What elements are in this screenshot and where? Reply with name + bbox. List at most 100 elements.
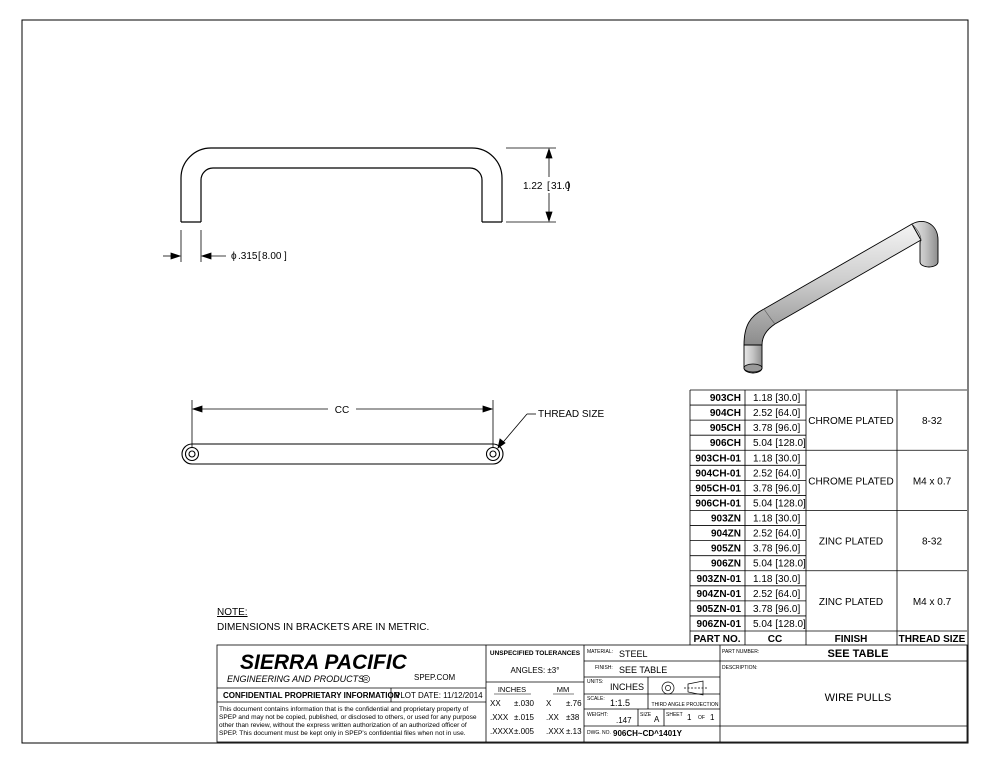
tolerance-cell: .XXX	[490, 713, 509, 722]
tolerance-cell: ±38	[566, 713, 580, 722]
pull-outer-profile	[180, 147, 503, 222]
col-header-thread: THREAD SIZE	[899, 634, 966, 645]
weight-value: .147	[616, 716, 632, 725]
tolerance-cell: XX	[490, 699, 501, 708]
tolerance-cell: ±.13	[566, 727, 582, 736]
cc-dimension	[191, 400, 494, 447]
third-angle-projection-icon	[661, 680, 707, 696]
svg-text:[: [	[258, 251, 261, 262]
sheet-label: SHEET	[666, 712, 683, 718]
isometric-view	[743, 220, 939, 374]
part-number-cell: 903ZN-01	[697, 574, 742, 585]
tolerance-angles: ANGLES: ±3°	[511, 666, 560, 675]
diameter-dim-in: .315	[238, 251, 258, 262]
tolerance-cell: .XXX	[546, 727, 565, 736]
part-number-cell: 906ZN-01	[697, 619, 742, 630]
registered-mark-icon	[362, 675, 370, 683]
part-number-cell: 903CH-01	[695, 453, 741, 464]
svg-text:]: ]	[567, 181, 570, 192]
height-dimension	[506, 147, 556, 223]
tolerance-cell: .XX	[546, 713, 560, 722]
cc-cell: 5.04 [128.0]	[753, 559, 806, 570]
front-view	[180, 147, 503, 223]
confidential-label: CONFIDENTIAL PROPRIETARY INFORMATION	[223, 691, 400, 700]
part-number-cell: 906ZN	[711, 559, 741, 570]
cc-cell: 1.18 [30.0]	[753, 393, 800, 404]
mount-hole-right	[485, 446, 501, 462]
tolerance-cell: .XXXX	[490, 727, 514, 736]
thread-size-cell: 8-32	[922, 416, 942, 427]
thread-size-callout: THREAD SIZE	[538, 409, 604, 420]
of-label: OF	[698, 715, 705, 721]
finish-cell: ZINC PLATED	[819, 537, 883, 548]
height-dim-mm: 31.0	[551, 181, 571, 192]
part-number-cell: 903CH	[710, 393, 741, 404]
company-website: SPEP.COM	[414, 673, 456, 682]
cc-cell: 3.78 [96.0]	[753, 483, 800, 494]
part-number-cell: 903ZN	[711, 514, 741, 525]
confidential-text-4: SPEP. This document must be kept only in…	[219, 730, 466, 737]
thread-leader	[497, 413, 536, 449]
cc-cell: 3.78 [96.0]	[753, 544, 800, 555]
confidential-text-2: SPEP and may not be copied, published, o…	[219, 714, 477, 721]
cc-cell: 2.52 [64.0]	[753, 589, 800, 600]
confidential-text-1: This document contains information that …	[219, 706, 468, 713]
cc-cell: 5.04 [128.0]	[753, 619, 806, 630]
svg-text:]: ]	[284, 251, 287, 262]
of-value: 1	[710, 713, 715, 722]
part-number-cell: 906CH-01	[695, 498, 741, 509]
pull-inner-profile	[200, 167, 483, 222]
cc-cell: 2.52 [64.0]	[753, 529, 800, 540]
col-header-finish: FINISH	[835, 634, 868, 645]
part-number-cell: 906CH	[710, 438, 741, 449]
finish-cell: CHROME PLATED	[808, 416, 893, 427]
size-label: SIZE	[640, 712, 652, 718]
cc-cell: 5.04 [128.0]	[753, 438, 806, 449]
company-name: SIERRA PACIFIC	[240, 651, 408, 674]
sheet-border	[21, 19, 969, 744]
diameter-dim-mm: 8.00	[262, 251, 282, 262]
material-value: STEEL	[619, 649, 648, 659]
confidential-text-3: other than review, without the express w…	[219, 722, 467, 729]
col-header-part: PART NO.	[693, 634, 740, 645]
part-number-label: PART NUMBER:	[722, 649, 759, 655]
projection-label: THIRD ANGLE PROJECTION	[652, 702, 719, 708]
tolerance-cell: ±.76	[566, 699, 582, 708]
finish-cell: CHROME PLATED	[808, 476, 893, 487]
tolerance-cell: ±.030	[514, 699, 535, 708]
part-number-cell: 905CH	[710, 423, 741, 434]
part-number-cell: 904CH	[710, 408, 741, 419]
table-row: 905CH 3.78 [96.0]	[710, 423, 801, 434]
cc-cell: 5.04 [128.0]	[753, 498, 806, 509]
finish-cell: ZINC PLATED	[819, 597, 883, 608]
plot-date: PLOT DATE: 11/12/2014	[395, 691, 483, 700]
tolerance-cell: ±.005	[514, 727, 535, 736]
pull-top-outline	[181, 443, 504, 465]
weight-label: WEIGHT:	[587, 712, 608, 718]
part-table	[689, 389, 967, 645]
units-label: UNITS:	[587, 679, 603, 685]
finish-value: SEE TABLE	[619, 665, 667, 675]
tolerance-cell: ±.015	[514, 713, 535, 722]
cc-cell: 2.52 [64.0]	[753, 468, 800, 479]
part-number-cell: 904ZN-01	[697, 589, 742, 600]
mount-hole-left	[184, 446, 200, 462]
diameter-dimension	[163, 230, 226, 262]
finish-label: FINISH:	[595, 665, 613, 671]
table-row: 903CH 1.18 [30.0]	[710, 393, 801, 404]
dwg-no-label: DWG. NO.	[587, 730, 611, 736]
thread-size-cell: M4 x 0.7	[913, 597, 952, 608]
tolerance-mm-header: MM	[557, 685, 570, 694]
cc-cell: 3.78 [96.0]	[753, 423, 800, 434]
diameter-symbol: ϕ	[231, 251, 237, 262]
cc-cell: 1.18 [30.0]	[753, 514, 800, 525]
